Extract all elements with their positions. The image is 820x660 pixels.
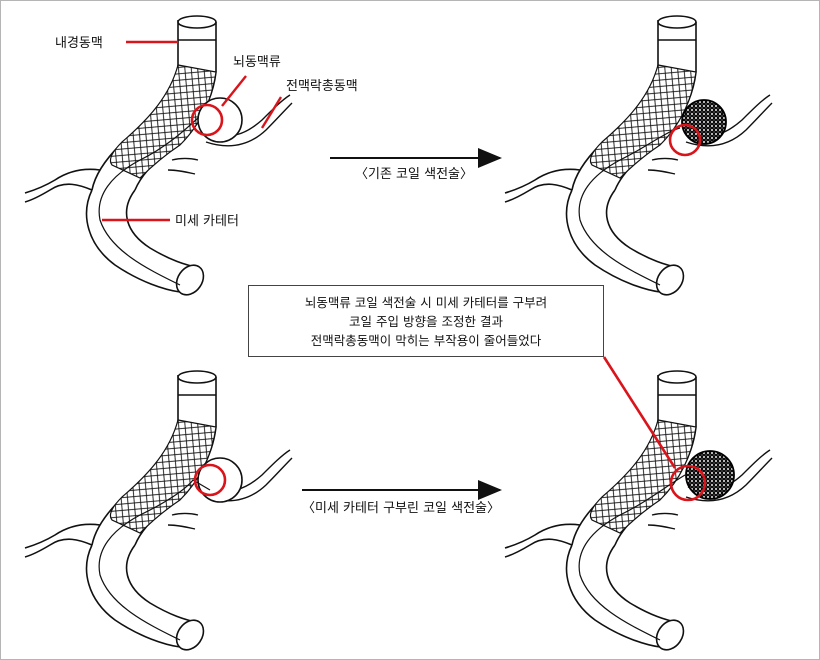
label-internal-carotid: 내경동맥 (55, 36, 103, 51)
highlight-circle (668, 123, 702, 157)
result-callout-box: 뇌동맥류 코일 색전술 시 미세 카테터를 구부려 코일 주입 방향을 조정한 … (248, 285, 604, 357)
coil-mass (685, 450, 735, 500)
bent-microcatheter-line (98, 479, 211, 641)
callout-line-1: 뇌동맥류 코일 색전술 시 미세 카테터를 구부려 (304, 294, 548, 310)
highlight-circle (669, 464, 707, 502)
label-anterior-choroidal: 전맥락총동맥 (286, 79, 358, 94)
label-line-aneurysm (221, 75, 247, 107)
highlight-circle (190, 103, 224, 137)
label-microcatheter: 미세 카테터 (175, 214, 239, 229)
aneurysm-sac (197, 97, 243, 143)
callout-line-2: 코일 주입 방향을 조정한 결과 (349, 313, 503, 329)
arrow-label-conventional: 〈기존 코일 색전술〉 (355, 167, 473, 182)
panel-conventional-after (504, 15, 773, 301)
panel-bent-after (504, 370, 773, 656)
label-line-anterior-choroidal (260, 96, 283, 129)
panel-conventional-before (24, 15, 293, 301)
coil-mass (681, 99, 727, 145)
callout-connector (602, 356, 677, 469)
label-aneurysm: 뇌동맥류 (233, 55, 281, 70)
microcatheter-line (98, 117, 199, 286)
panel-bent-before (24, 370, 293, 656)
arrow-label-bent: 〈미세 카테터 구부린 코일 색전술〉 (302, 501, 500, 516)
highlight-circle (193, 463, 227, 497)
aneurysm-sac (197, 457, 243, 503)
callout-line-3: 전맥락총동맥이 막히는 부작용이 줄어들었다 (310, 332, 542, 348)
